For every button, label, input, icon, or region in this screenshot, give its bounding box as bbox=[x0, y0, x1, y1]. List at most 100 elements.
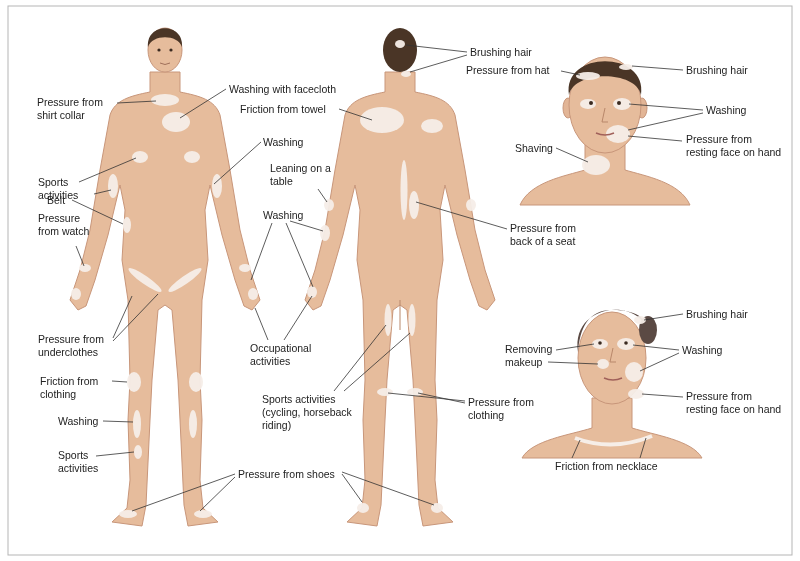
figure-shape bbox=[629, 104, 703, 110]
figure-shape bbox=[70, 72, 260, 526]
male-head bbox=[520, 57, 690, 205]
figure-shape bbox=[642, 394, 683, 397]
figure-shape bbox=[255, 308, 268, 340]
figure-shape bbox=[617, 338, 635, 350]
figure-shape bbox=[628, 389, 644, 399]
callout-label: Pressure from watch bbox=[38, 212, 94, 238]
figure-shape bbox=[284, 296, 312, 340]
figure-shape bbox=[597, 359, 609, 369]
callout-label: Sports activities bbox=[58, 449, 113, 475]
figure-shape bbox=[395, 40, 405, 48]
figure-shape bbox=[96, 452, 134, 456]
figure-shape bbox=[575, 436, 652, 445]
figure-shape bbox=[117, 101, 156, 103]
figure-shape bbox=[71, 94, 258, 518]
callout-label: Pressure from resting face on hand bbox=[686, 133, 786, 159]
figure-shape bbox=[592, 339, 608, 349]
figure-shape bbox=[134, 445, 142, 459]
frame bbox=[8, 6, 792, 555]
callout-label: Friction from necklace bbox=[555, 460, 685, 473]
callout-label: Washing bbox=[263, 209, 323, 222]
figure-shape bbox=[409, 304, 416, 336]
figure-shape bbox=[628, 136, 682, 141]
figure-shape bbox=[407, 388, 423, 396]
callout-label: Pressure from underclothes bbox=[38, 333, 118, 359]
callout-label: Pressure from clothing bbox=[468, 396, 554, 422]
figure-shape bbox=[569, 57, 641, 153]
callout-label: Pressure from resting face on hand bbox=[686, 390, 786, 416]
callout-label: Washing bbox=[263, 136, 323, 149]
figure-shape bbox=[388, 393, 465, 401]
callout-label: Washing bbox=[706, 104, 776, 117]
figure-shape bbox=[619, 64, 633, 70]
callout-label: Shaving bbox=[515, 142, 565, 155]
figure-shape bbox=[628, 113, 703, 130]
figure-shape bbox=[194, 510, 212, 518]
figure-shape bbox=[522, 398, 702, 458]
figure-shape bbox=[617, 101, 621, 105]
figure-shape bbox=[548, 362, 598, 364]
figure-shape bbox=[596, 133, 614, 135]
leader-lines bbox=[72, 45, 703, 511]
figure-shape bbox=[576, 64, 633, 175]
figure-shape bbox=[94, 190, 111, 194]
callout-label: Sports activities (cycling, horseback ri… bbox=[262, 393, 374, 432]
callout-label: Pressure from shoes bbox=[238, 468, 350, 481]
figure-shape bbox=[123, 217, 131, 233]
figure-shape bbox=[342, 472, 434, 505]
figure-shape bbox=[556, 148, 588, 162]
figure-shape bbox=[334, 325, 386, 391]
figure-shape bbox=[561, 71, 580, 75]
figure-shape bbox=[132, 474, 235, 511]
figure-shape bbox=[406, 45, 467, 52]
figure-shape bbox=[569, 61, 642, 95]
figure-shape bbox=[113, 296, 132, 338]
figure-shape bbox=[113, 294, 158, 341]
figure-shape bbox=[572, 440, 580, 458]
figure-shape bbox=[409, 191, 419, 219]
figure-shape bbox=[148, 28, 182, 47]
figure-shape bbox=[401, 160, 408, 220]
figure-shape bbox=[339, 109, 372, 120]
figure-shape bbox=[578, 312, 646, 404]
figure-shape bbox=[239, 264, 251, 272]
figure-shape bbox=[576, 72, 600, 80]
figure-shape bbox=[119, 510, 137, 518]
figure-shape bbox=[324, 199, 334, 211]
figure-shape bbox=[604, 378, 622, 380]
callout-label: Removing makeup bbox=[505, 343, 565, 369]
figure-shape bbox=[589, 101, 593, 105]
figure-shape bbox=[248, 288, 258, 300]
figure-shape bbox=[127, 372, 141, 392]
callout-label: Washing bbox=[682, 344, 752, 357]
figure-shape bbox=[625, 362, 643, 382]
figure-shape bbox=[582, 155, 610, 175]
figure-shape bbox=[108, 174, 118, 198]
figure-shape bbox=[421, 119, 443, 133]
figure-shape bbox=[410, 55, 467, 72]
figure-shape bbox=[166, 265, 203, 294]
callout-label: Brushing hair bbox=[686, 308, 776, 321]
callout-label: Washing bbox=[58, 415, 118, 428]
figure-shape bbox=[632, 66, 683, 70]
figure-shape bbox=[286, 223, 313, 287]
figure-shape bbox=[307, 40, 476, 513]
figure-shape bbox=[360, 107, 404, 133]
callout-label: Leaning on a table bbox=[270, 162, 332, 188]
figure-shape bbox=[71, 288, 81, 300]
figure-shape bbox=[151, 94, 179, 106]
figure-shape bbox=[400, 300, 401, 330]
figure-shape bbox=[169, 48, 172, 51]
figure-shape bbox=[401, 71, 411, 77]
figure-shape bbox=[148, 28, 182, 72]
callout-label: Pressure from hat bbox=[466, 64, 576, 77]
figure-shape bbox=[200, 477, 235, 511]
figure-shape bbox=[157, 48, 160, 51]
figure-shape bbox=[290, 221, 323, 231]
callout-label: Brushing hair bbox=[470, 46, 560, 59]
female-head bbox=[522, 310, 702, 458]
figure-shape bbox=[466, 199, 476, 211]
callout-label: Occupational activities bbox=[250, 342, 330, 368]
callout-label: Washing with facecloth bbox=[229, 83, 369, 96]
